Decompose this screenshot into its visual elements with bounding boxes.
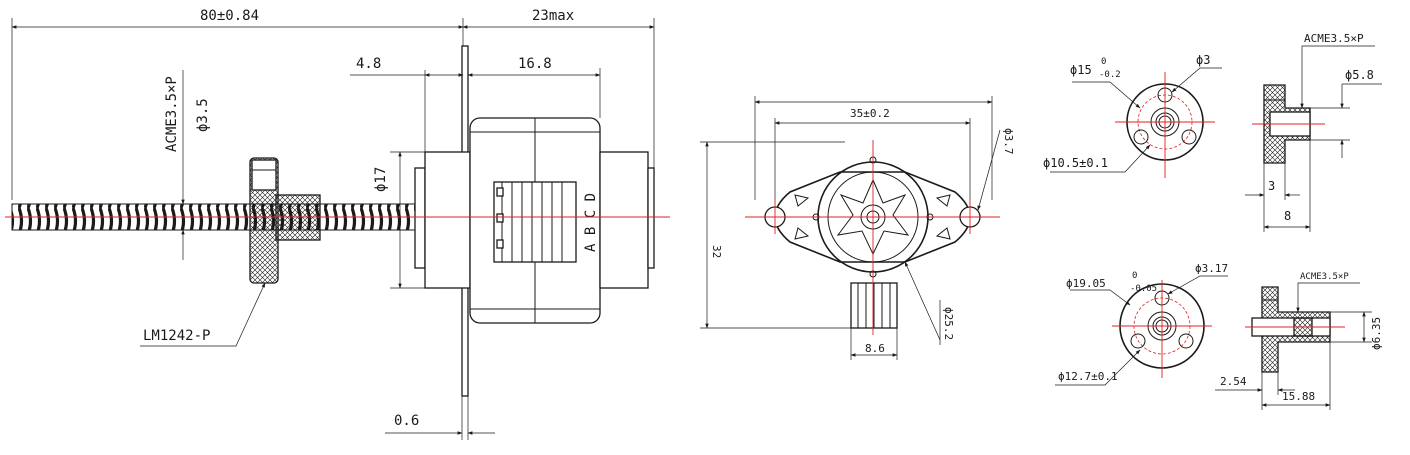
dim-mount-spacing: 35±0.2 bbox=[850, 107, 890, 120]
dim-body-diameter: ϕ17 bbox=[373, 167, 389, 192]
nut-small-outer-tol-lower: -0.2 bbox=[1099, 70, 1121, 80]
nut-small-outer-tol-upper: 0 bbox=[1101, 57, 1106, 67]
nut-small-front: ϕ15 0 -0.2 ϕ3 ϕ10.5±0.1 bbox=[1043, 53, 1222, 178]
nut-small-side: ACME3.5×P ϕ5.8 3 8 bbox=[1245, 32, 1382, 232]
nut-large-side: ACME3.5×P ϕ6.35 2.54 15.88 bbox=[1215, 272, 1383, 410]
nut-large-thread-spec: ACME3.5×P bbox=[1300, 272, 1349, 282]
nut-small-flange-width: 3 bbox=[1268, 179, 1275, 193]
nut-large-inner-diameter: ϕ6.35 bbox=[1370, 317, 1383, 350]
side-view: A B C D 80±0.84 23max 4.8 16.8 ϕ17 ACME3… bbox=[5, 8, 670, 440]
nut-large-flange-width: 2.54 bbox=[1220, 375, 1247, 388]
nut-large-outer-diameter: ϕ19.05 bbox=[1066, 277, 1106, 290]
dim-height: 32 bbox=[710, 245, 723, 258]
nut-large-outer-tol-upper: 0 bbox=[1132, 271, 1137, 281]
nut-large-outer-tol-lower: -0.05 bbox=[1130, 284, 1157, 294]
nut-small-outer-diameter: ϕ15 bbox=[1070, 63, 1092, 77]
nut-small-total-width: 8 bbox=[1284, 209, 1291, 223]
dim-body-length: 16.8 bbox=[518, 56, 552, 72]
phase-labels: A B C D bbox=[583, 193, 599, 252]
nut-small-pitch-circle: ϕ10.5±0.1 bbox=[1043, 156, 1108, 170]
nut-lm1242 bbox=[249, 157, 321, 284]
nut-small-inner-diameter: ϕ5.8 bbox=[1345, 68, 1374, 82]
screw-diameter: ϕ3.5 bbox=[195, 98, 211, 132]
nut-large-front: ϕ19.05 0 -0.05 ϕ3.17 ϕ12.7±0.1 bbox=[1055, 262, 1228, 386]
nut-large-total-width: 15.88 bbox=[1282, 390, 1315, 403]
nut-small-thread-spec: ACME3.5×P bbox=[1304, 32, 1364, 45]
dim-connector-width: 8.6 bbox=[865, 342, 885, 355]
dim-body-diameter-front: ϕ25.2 bbox=[942, 307, 955, 340]
motor-body bbox=[414, 117, 655, 324]
front-view: 35±0.2 32 ϕ3.7 ϕ25.2 8.6 bbox=[700, 96, 1015, 360]
dim-flange-offset: 4.8 bbox=[356, 56, 381, 72]
nut-large-pitch-circle: ϕ12.7±0.1 bbox=[1058, 370, 1118, 383]
screw-spec: ACME3.5×P bbox=[164, 76, 180, 152]
nut-small-hole-diameter: ϕ3 bbox=[1196, 53, 1210, 67]
dim-hole-diameter: ϕ3.7 bbox=[1002, 128, 1015, 155]
nut-label: LM1242-P bbox=[143, 328, 210, 344]
dim-overall-length: 80±0.84 bbox=[200, 8, 259, 24]
dim-flange-thickness: 0.6 bbox=[394, 413, 419, 429]
nut-large-hole-diameter: ϕ3.17 bbox=[1195, 262, 1228, 275]
dim-motor-length: 23max bbox=[532, 8, 574, 24]
